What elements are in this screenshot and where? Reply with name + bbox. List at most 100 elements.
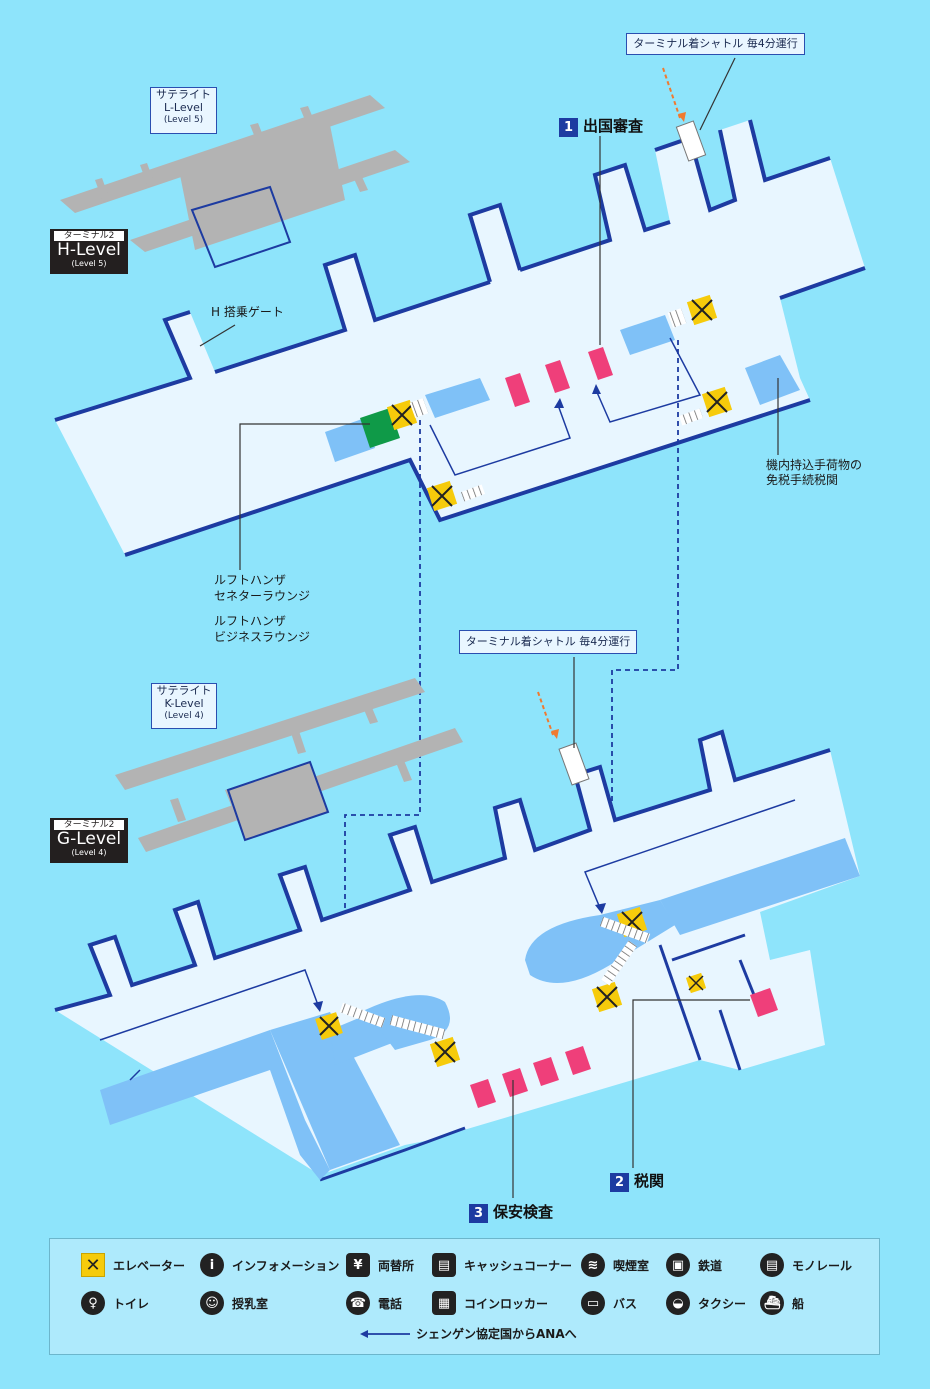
h-level-badge-sub: (Level 5) [71, 259, 107, 268]
customs-number: 2 [610, 1173, 629, 1192]
toilet-icon: ♀ [81, 1291, 105, 1315]
shuttle-train-icon [675, 120, 707, 162]
customs-label: 2 税関 [610, 1170, 664, 1192]
legend-route-note: シェンゲン協定国からANAへ [360, 1325, 577, 1342]
route-arrow-icon [360, 1329, 410, 1338]
security-check-number: 3 [469, 1204, 488, 1223]
legend-item-nursing: ☺ 授乳室 [200, 1291, 268, 1315]
satellite-l-line2: L-Level [164, 101, 203, 114]
legend-label: インフォメーション [232, 1258, 340, 1273]
satellite-l-line1: サテライト [156, 88, 211, 101]
satellite-k-level [115, 678, 463, 852]
bus-icon: ▭ [581, 1291, 605, 1315]
escalator-icon [601, 940, 637, 986]
legend-label: 鉄道 [698, 1258, 723, 1273]
legend-label: 電話 [378, 1296, 403, 1311]
legend-item-toilet: ♀ トイレ [81, 1291, 149, 1315]
legend-item-elevator: ✕ エレベーター [81, 1253, 185, 1277]
smoking-room-icon: ≋ [581, 1253, 605, 1277]
elevator-icon [429, 1036, 461, 1068]
currency-exchange-icon: ¥ [346, 1253, 370, 1277]
monorail-icon: ▤ [760, 1253, 784, 1277]
satellite-l-outline [190, 185, 292, 269]
elevator-icon: ✕ [81, 1253, 105, 1277]
h-level-badge-main: H-Level [57, 240, 121, 260]
legend-item-taxi: ◒ タクシー [666, 1291, 746, 1315]
legend-label: 喫煙室 [613, 1258, 650, 1273]
senator-lounge-label: ルフトハンザ セネターラウンジ [214, 573, 311, 603]
escalator-icon [678, 408, 704, 426]
legend-item-atm: ▤ キャッシュコーナー [432, 1253, 572, 1277]
g-level-badge-sub: (Level 4) [71, 848, 107, 857]
satellite-l-line3: (Level 5) [163, 115, 204, 125]
passport-control-number: 1 [559, 118, 578, 137]
shuttle-train-icon [558, 742, 590, 786]
elevator-icon [315, 1012, 343, 1040]
taxi-icon: ◒ [666, 1291, 690, 1315]
satellite-l-level [60, 95, 410, 252]
legend-label: タクシー [698, 1296, 747, 1311]
satellite-k-line3: (Level 4) [164, 711, 204, 721]
elevator-icon [686, 294, 718, 326]
satellite-l-label: サテライト L-Level (Level 5) [150, 87, 217, 134]
legend-label: 船 [792, 1296, 805, 1311]
escalator-icon [667, 308, 687, 328]
legend-item-exchange: ¥ 両替所 [346, 1253, 414, 1277]
security-check-text: 保安検査 [493, 1203, 554, 1221]
shuttle-info-upper: ターミナル着シャトル 毎4分運行 [626, 33, 805, 55]
escalator-icon [460, 484, 486, 502]
satellite-k-label: サテライト K-Level (Level 4) [151, 683, 217, 729]
atm-icon: ▤ [432, 1253, 456, 1277]
legend-item-information: i インフォメーション [200, 1253, 339, 1277]
legend-item-monorail: ▤ モノレール [760, 1253, 852, 1277]
business-lounge-label: ルフトハンザ ビジネスラウンジ [214, 614, 311, 644]
security-check-label: 3 保安検査 [469, 1201, 553, 1223]
elevator-icon [426, 480, 458, 512]
passport-control-text: 出国審査 [583, 117, 644, 135]
escalator-icon [339, 1002, 386, 1028]
shuttle-info-lower-text: ターミナル着シャトル 毎4分運行 [465, 635, 631, 648]
shuttle-info-lower: ターミナル着シャトル 毎4分運行 [459, 630, 637, 654]
h-level-badge: ターミナル2 H-Level (Level 5) [50, 229, 128, 274]
escalator-icon [389, 1015, 446, 1040]
telephone-icon: ☎ [346, 1291, 370, 1315]
escalator-icon [599, 916, 651, 944]
h-level-floor [54, 67, 866, 557]
legend-label: キャッシュコーナー [464, 1258, 573, 1273]
legend-label: バス [613, 1296, 638, 1311]
information-icon: i [200, 1253, 224, 1277]
customs-text: 税関 [634, 1172, 665, 1190]
legend-label: エレベーター [113, 1258, 186, 1273]
legend-item-smoking: ≋ 喫煙室 [581, 1253, 649, 1277]
legend-item-ship: ⛴船 [760, 1291, 804, 1315]
passport-control-label: 1 出国審査 [559, 115, 643, 137]
coin-locker-icon: ▦ [432, 1291, 456, 1315]
legend-item-coin-locker: ▦ コインロッカー [432, 1291, 548, 1315]
callout-lines-upper [199, 57, 779, 570]
route-note-text: シェンゲン協定国からANAへ [416, 1327, 577, 1341]
g-level-badge-top: ターミナル2 [54, 820, 124, 830]
callout-lines-lower [512, 657, 750, 1198]
satellite-k-outline [226, 760, 330, 842]
elevator-icon [386, 399, 418, 431]
train-icon: ▣ [666, 1253, 690, 1277]
legend-label: モノレール [792, 1258, 853, 1273]
legend-label: 両替所 [378, 1258, 415, 1273]
g-level-badge: ターミナル2 G-Level (Level 4) [50, 818, 128, 863]
legend-item-train: ▣ 鉄道 [666, 1253, 722, 1277]
shuttle-info-upper-text: ターミナル着シャトル 毎4分運行 [633, 37, 798, 50]
gate-label: H 搭乗ゲート [211, 305, 284, 319]
g-level-badge-main: G-Level [56, 829, 122, 849]
elevator-icon [685, 972, 707, 994]
legend-label: トイレ [113, 1296, 150, 1311]
satellite-k-line1: サテライト [156, 684, 212, 697]
legend-item-bus: ▭ バス [581, 1291, 637, 1315]
elevator-icon [701, 386, 733, 418]
ship-icon: ⛴ [760, 1291, 784, 1315]
nursing-room-icon: ☺ [200, 1291, 224, 1315]
legend-label: 授乳室 [232, 1296, 269, 1311]
h-level-badge-top: ターミナル2 [54, 231, 124, 241]
legend-label: コインロッカー [464, 1296, 549, 1311]
